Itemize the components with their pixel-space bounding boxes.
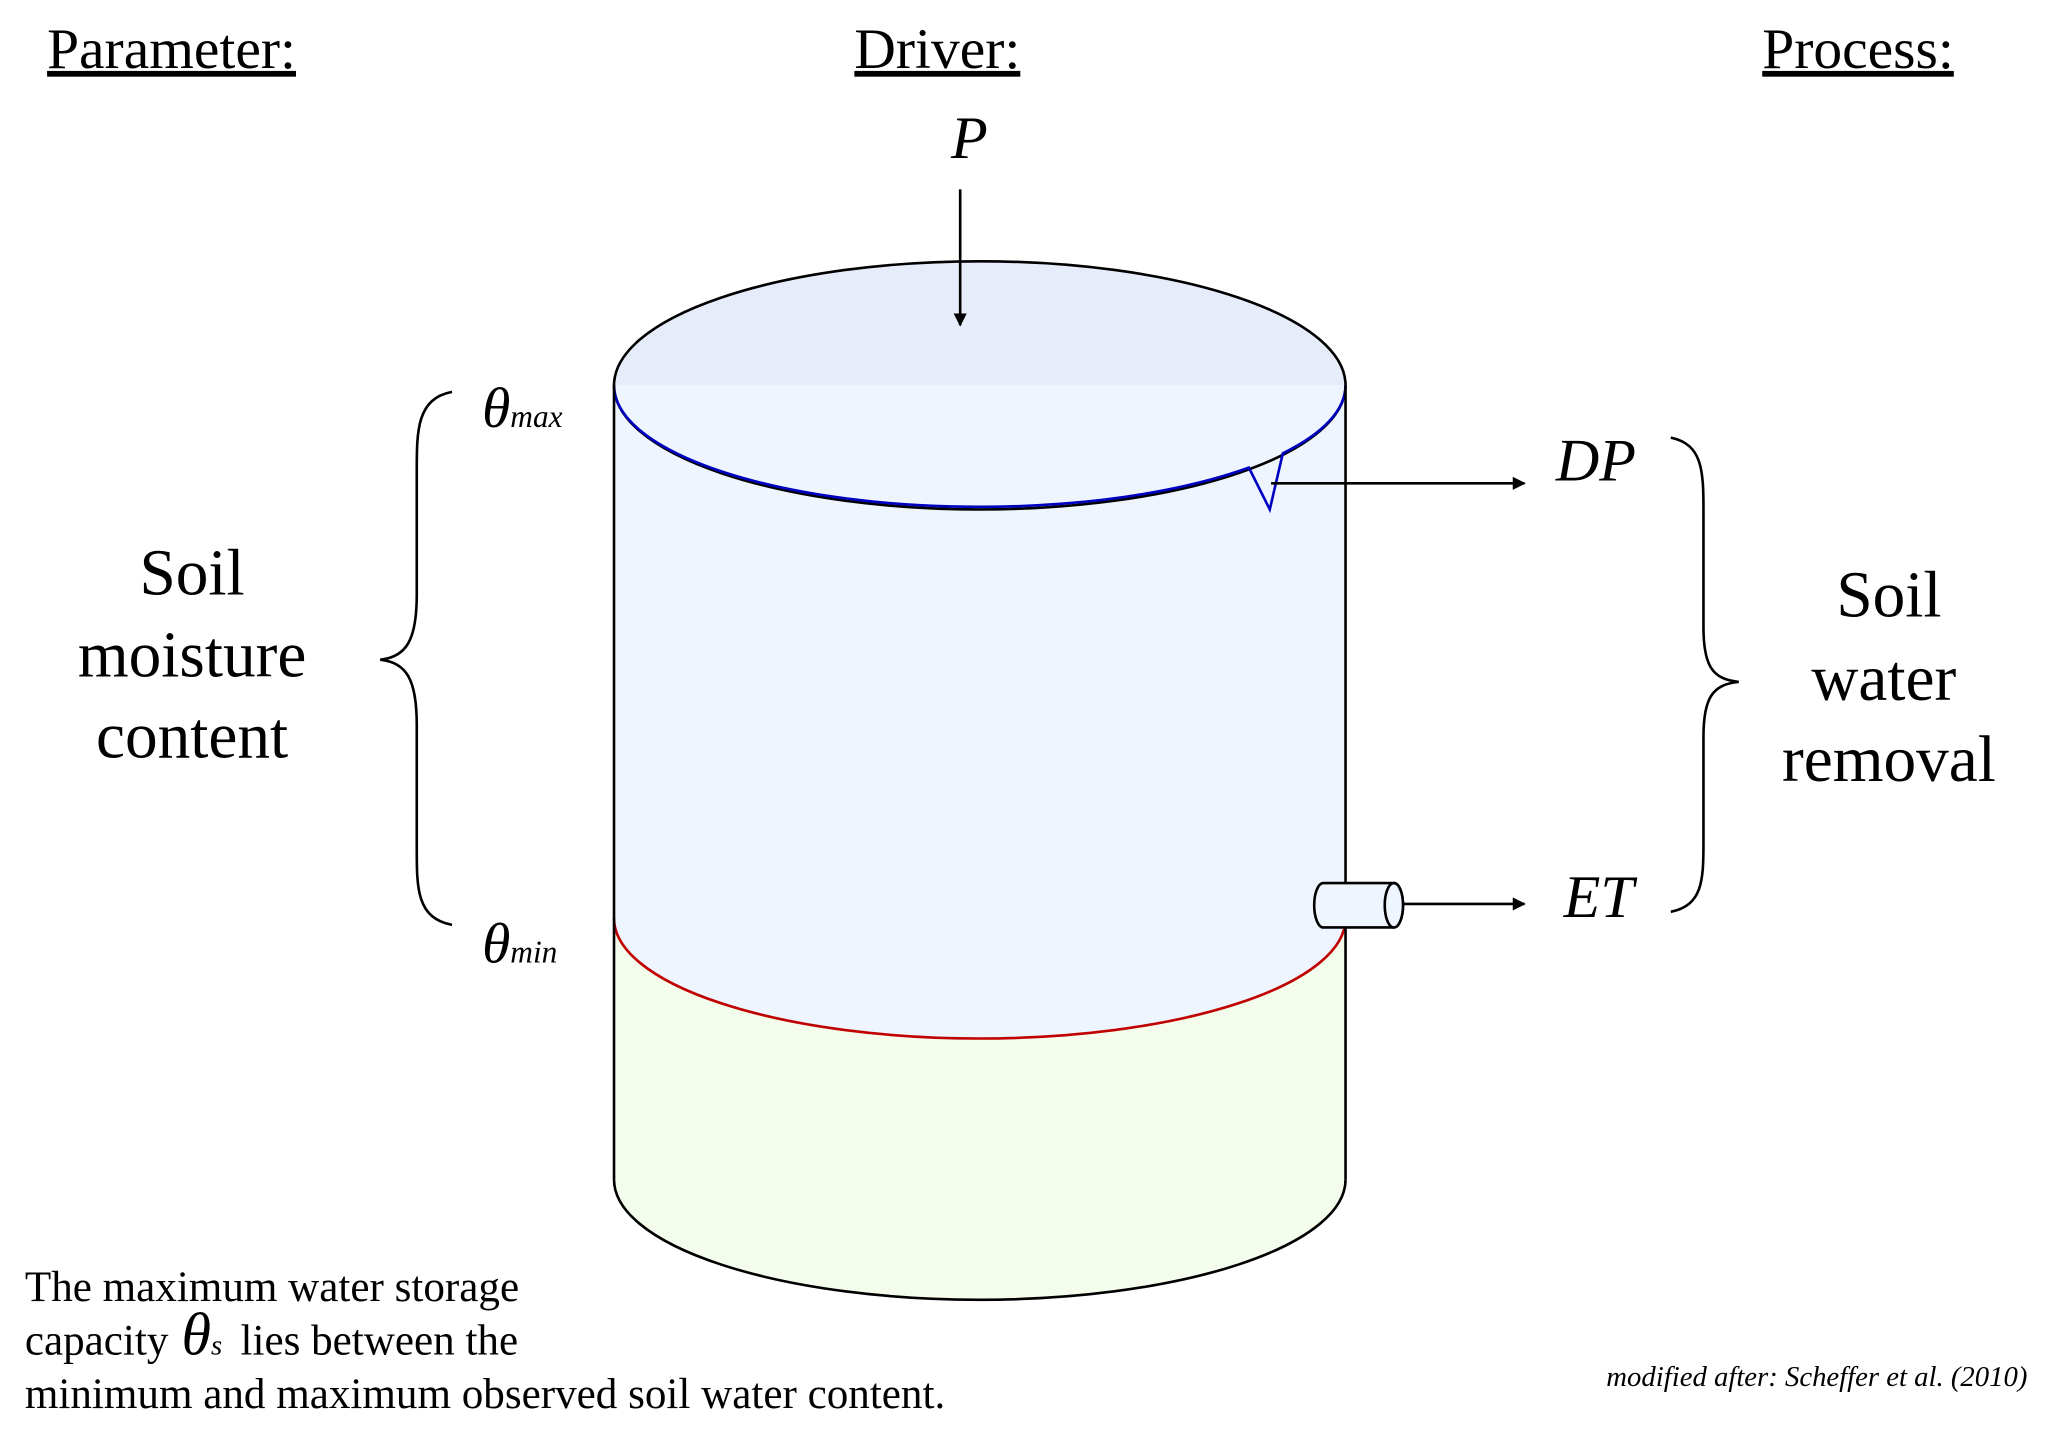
theta-max-line	[612, 385, 1347, 514]
et-pipe	[1312, 881, 1405, 929]
theta-min-label: θmin	[482, 913, 557, 976]
label-line: water	[1811, 643, 1956, 715]
dp-label: DP	[1555, 427, 1636, 494]
label-line: moisture	[78, 620, 307, 692]
et-label: ET	[1563, 863, 1638, 930]
parameter-header: Parameter:	[47, 18, 296, 81]
precipitation-label: P	[950, 104, 988, 171]
theta-min-line	[612, 918, 1347, 1040]
soil-moisture-content-label: Soil moisture content	[78, 537, 307, 772]
theta-max-label: θmax	[482, 377, 563, 440]
left-brace	[380, 390, 453, 927]
note-line: The maximum water storage	[25, 1264, 519, 1311]
water-region	[614, 385, 1346, 1039]
note-line: minimum and maximum observed soil water …	[25, 1371, 945, 1418]
label-line: Soil	[139, 537, 244, 609]
credit: modified after: Scheffer et al. (2010)	[1606, 1361, 2027, 1393]
label-line: removal	[1782, 724, 1996, 796]
process-header: Process:	[1762, 18, 1954, 81]
driver-header: Driver:	[854, 18, 1020, 81]
soil-water-removal-label: Soil water removal	[1782, 560, 1996, 797]
cylinder-bottom	[612, 1179, 1347, 1302]
label-line: Soil	[1836, 560, 1941, 632]
dry-soil-region	[614, 918, 1346, 1300]
label-line: content	[96, 701, 288, 773]
water-lower-top	[614, 385, 1346, 507]
right-brace	[1670, 436, 1739, 914]
